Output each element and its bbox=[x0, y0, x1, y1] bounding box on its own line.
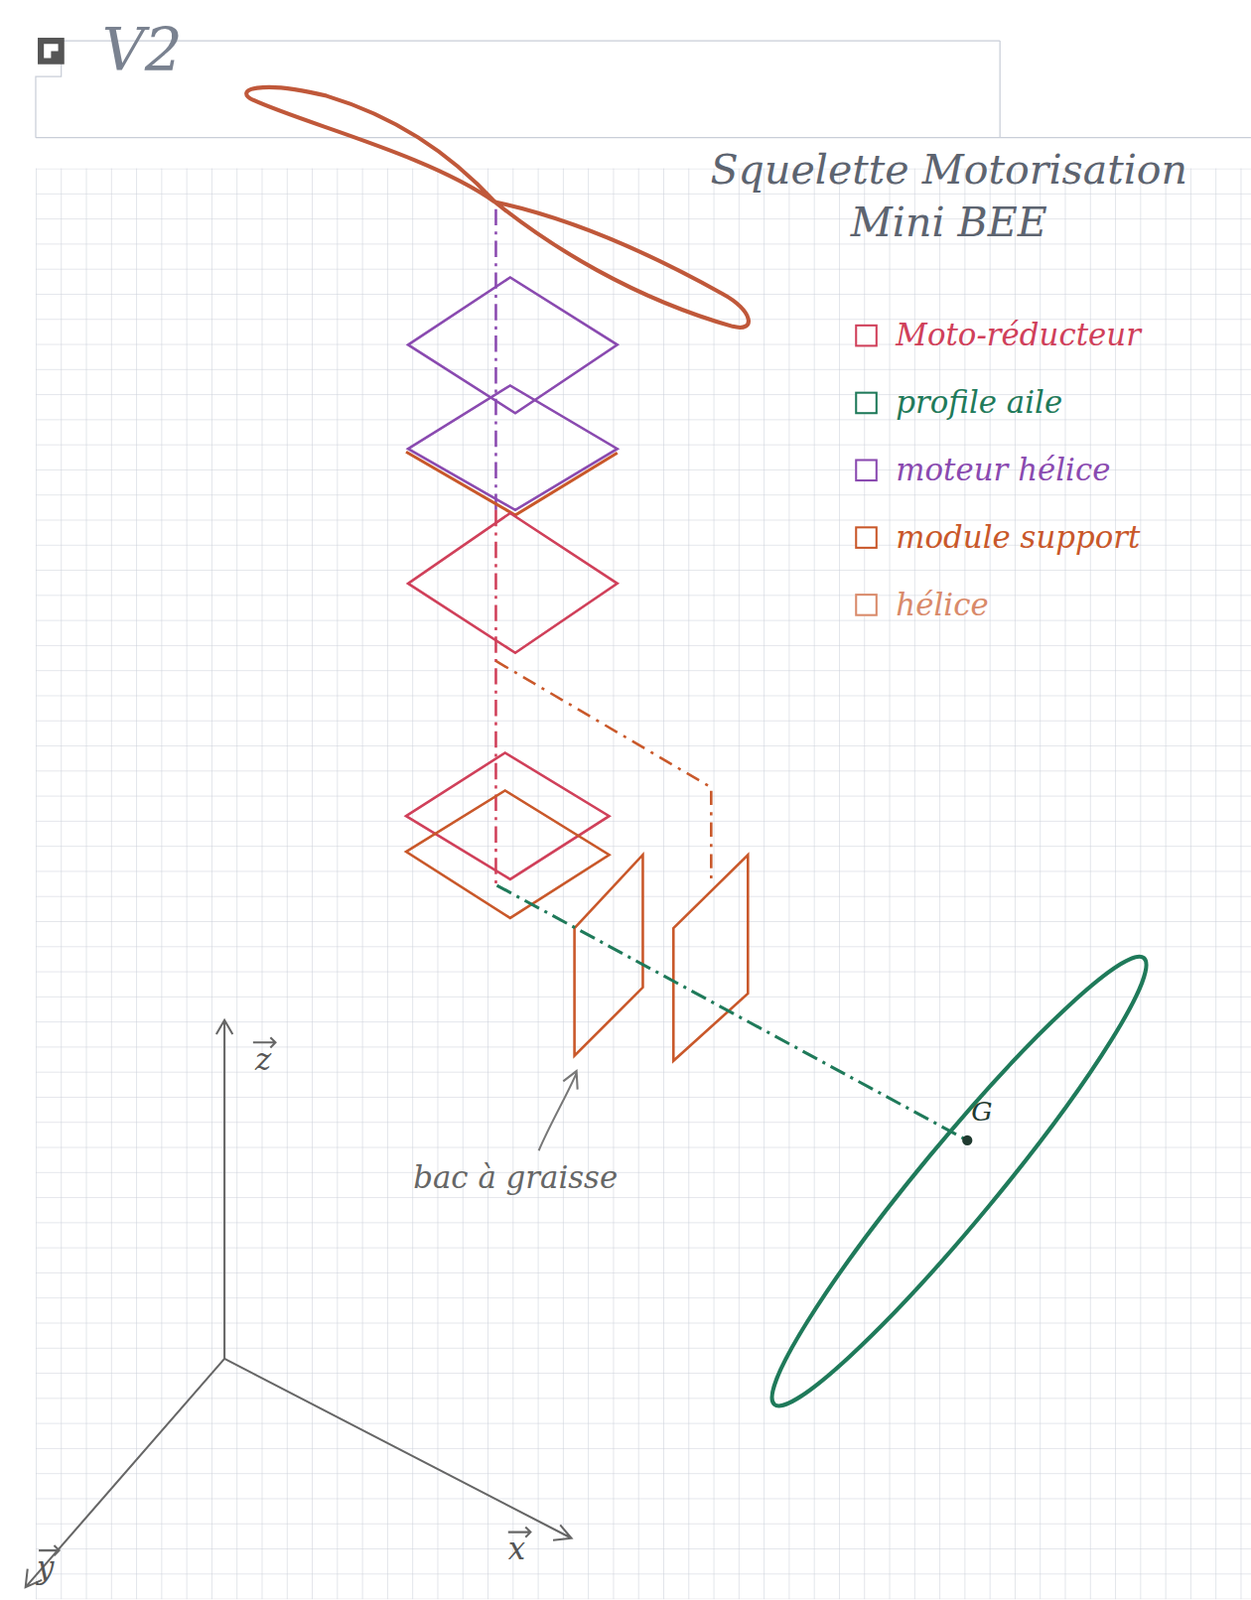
icon-glyph bbox=[43, 43, 58, 58]
axis-label: x bbox=[508, 1532, 526, 1567]
legend-text: profile aile bbox=[895, 385, 1063, 419]
gearmotor-plate bbox=[406, 513, 618, 880]
center-point bbox=[962, 1135, 973, 1146]
legend-swatch bbox=[854, 526, 878, 550]
axis-line bbox=[494, 510, 498, 888]
axis-line bbox=[494, 209, 498, 511]
legend-text: Moto-réducteur bbox=[895, 318, 1141, 353]
version-label: V2 bbox=[102, 17, 183, 84]
support-link bbox=[495, 661, 711, 880]
support-plate bbox=[406, 790, 610, 918]
legend-text: hélice bbox=[895, 587, 988, 622]
wing-profile bbox=[744, 933, 1174, 1430]
axis-label: y bbox=[36, 1550, 54, 1585]
callout-label: bac à graisse bbox=[413, 1161, 618, 1196]
propeller bbox=[246, 87, 749, 328]
legend-swatch bbox=[854, 593, 878, 617]
motor-plate bbox=[408, 278, 618, 511]
title: Squelette Motorisation Mini BEE bbox=[694, 142, 1205, 250]
legend-text: module support bbox=[895, 520, 1140, 555]
graph-paper bbox=[35, 168, 1251, 1600]
legend-swatch bbox=[854, 392, 878, 416]
legend-swatch bbox=[854, 458, 878, 482]
axis-label: z bbox=[255, 1042, 272, 1077]
legend-swatch bbox=[854, 324, 878, 348]
header-frame bbox=[35, 40, 1251, 139]
support-edge bbox=[406, 451, 618, 516]
axes bbox=[25, 1020, 572, 1588]
legend-text: moteur hélice bbox=[895, 452, 1111, 487]
leader-line bbox=[539, 1071, 578, 1151]
icon bbox=[37, 37, 65, 65]
wing-axis bbox=[496, 885, 968, 1141]
tray-plate bbox=[574, 854, 749, 1062]
point-label: G bbox=[971, 1098, 992, 1127]
